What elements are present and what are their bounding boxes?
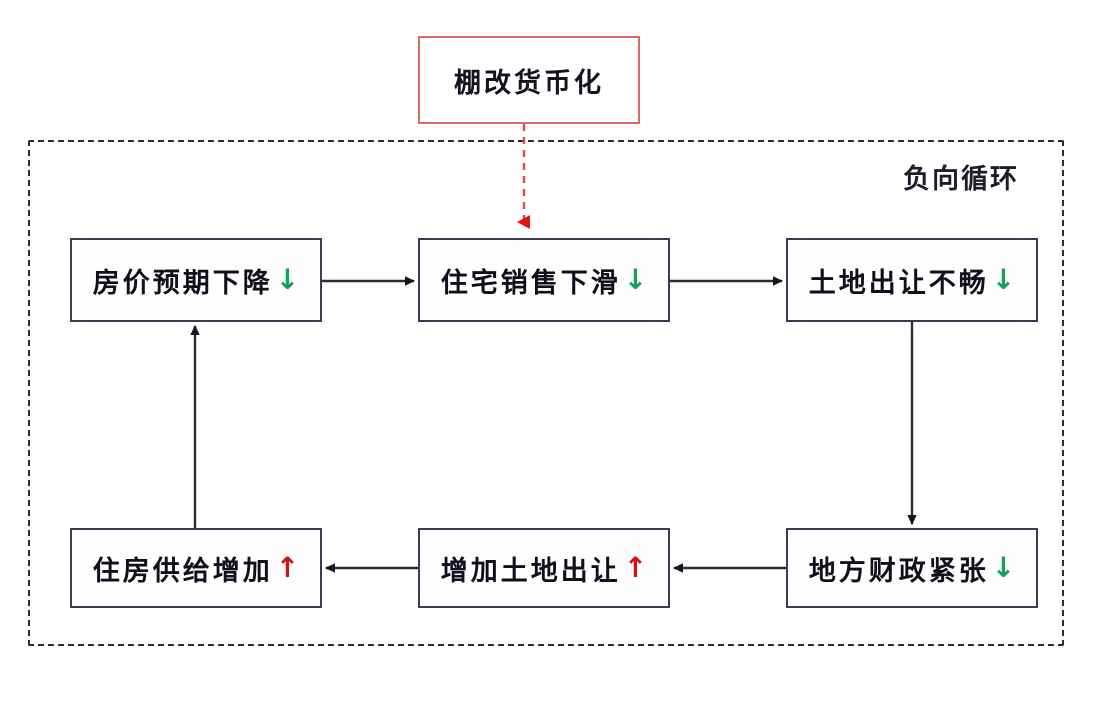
node-more-land-label: 增加土地出让 xyxy=(440,555,621,587)
trend-down-icon: ↓ xyxy=(275,263,300,296)
node-fiscal-label: 地方财政紧张 xyxy=(808,555,989,587)
trend-up-icon: ↑ xyxy=(275,551,300,584)
trend-down-icon: ↓ xyxy=(623,263,648,296)
node-housing-supply[interactable]: 住房供给增加 ↑ xyxy=(70,528,322,608)
negative-cycle-label: 负向循环 xyxy=(903,164,1019,195)
node-increase-land-transfer[interactable]: 增加土地出让 ↑ xyxy=(418,528,670,608)
node-price-label: 房价预期下降 xyxy=(92,267,273,299)
negative-cycle-region xyxy=(28,140,1064,646)
node-land-transfer-slow[interactable]: 土地出让不畅 ↓ xyxy=(786,238,1038,322)
node-policy[interactable]: 棚改货币化 xyxy=(418,36,640,124)
node-land-slow-label: 土地出让不畅 xyxy=(808,267,989,299)
trend-up-icon: ↑ xyxy=(623,551,648,584)
node-price-expectation[interactable]: 房价预期下降 ↓ xyxy=(70,238,322,322)
node-housing-sales[interactable]: 住宅销售下滑 ↓ xyxy=(418,238,670,322)
node-sales-label: 住宅销售下滑 xyxy=(440,267,621,299)
trend-down-icon: ↓ xyxy=(991,551,1016,584)
node-policy-label: 棚改货币化 xyxy=(454,67,604,99)
trend-down-icon: ↓ xyxy=(991,263,1016,296)
node-supply-label: 住房供给增加 xyxy=(92,555,273,587)
node-local-fiscal-stress[interactable]: 地方财政紧张 ↓ xyxy=(786,528,1038,608)
